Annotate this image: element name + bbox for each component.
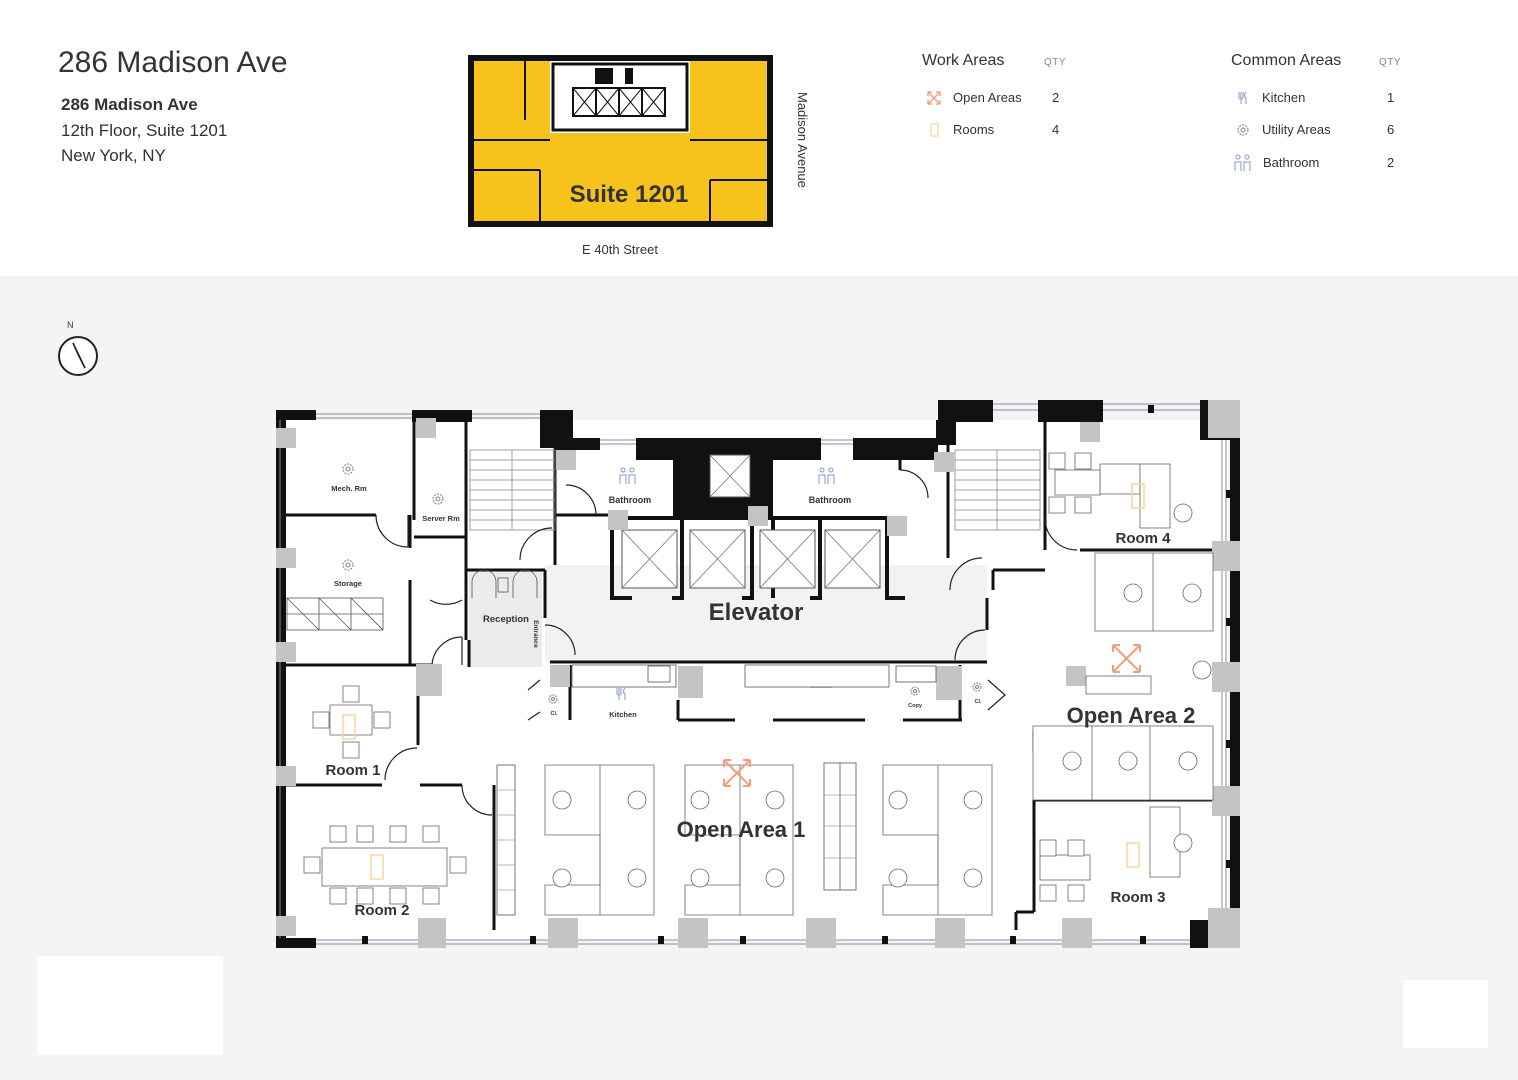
label-server-room: Server Rm (422, 514, 460, 523)
label-open-area-2: Open Area 2 (1067, 703, 1196, 728)
label-bathroom-east: Bathroom (809, 495, 852, 505)
label-open-area-1: Open Area 1 (677, 817, 806, 842)
street-label-right: Madison Avenue (795, 92, 810, 188)
floor-plan: Elevator Open Area 1 Open Area 2 Room 1 … (276, 400, 1240, 948)
legend-qty-bathroom: 2 (1387, 155, 1395, 170)
blank-panel-right (1403, 980, 1488, 1048)
address-line-1: 286 Madison Ave (61, 95, 198, 114)
legend-qty-open-areas: 2 (1052, 90, 1060, 105)
compass-icon: N (58, 320, 98, 376)
label-copy: Copy (908, 703, 923, 709)
room-icon (930, 123, 939, 137)
legend-qty-utility: 6 (1387, 122, 1395, 137)
legend-item-kitchen: Kitchen (1262, 90, 1306, 105)
legend-work-heading: Work Areas (922, 52, 1005, 69)
compass-north-label: N (67, 320, 74, 330)
legend-work-qty-heading: QTY (1044, 57, 1067, 68)
page-title: 286 Madison Ave (58, 46, 288, 79)
legend-item-bathroom: Bathroom (1263, 155, 1320, 170)
label-entrance: Entrance (532, 620, 539, 648)
street-label-bottom: E 40th Street (582, 242, 658, 257)
legend-qty-rooms: 4 (1052, 122, 1060, 137)
label-room-4: Room 4 (1115, 530, 1171, 547)
label-reception: Reception (483, 614, 529, 625)
legend-common-areas: Common Areas QTY Kitchen 1 Utility Areas… (1231, 50, 1411, 180)
label-closet-east: Cl. (974, 699, 982, 705)
legend-item-utility: Utility Areas (1262, 122, 1331, 137)
utility-icon (1237, 124, 1249, 136)
label-elevator: Elevator (709, 599, 804, 626)
legend-common-qty-heading: QTY (1379, 57, 1402, 68)
open-area-icon (927, 91, 941, 105)
kitchen-icon (1238, 91, 1247, 104)
legend-qty-kitchen: 1 (1387, 90, 1395, 105)
label-storage: Storage (334, 579, 362, 588)
label-room-2: Room 2 (354, 902, 409, 919)
label-mech-room: Mech. Rm (331, 484, 367, 493)
blank-panel-left (37, 956, 223, 1055)
address-line-2: 12th Floor, Suite 1201 (61, 121, 228, 140)
label-closet-west: Cl. (550, 711, 558, 717)
label-room-3: Room 3 (1110, 889, 1165, 906)
label-bathroom-west: Bathroom (609, 495, 652, 505)
key-map-suite-label: Suite 1201 (570, 181, 689, 208)
key-map: Suite 1201 (468, 55, 773, 227)
legend-item-open-areas: Open Areas (953, 90, 1022, 105)
legend-work-areas: Work Areas QTY Open Areas 2 Rooms 4 (922, 50, 1092, 150)
label-kitchen: Kitchen (609, 710, 637, 719)
address-line-3: New York, NY (61, 146, 166, 165)
legend-item-rooms: Rooms (953, 122, 995, 137)
label-room-1: Room 1 (325, 762, 380, 779)
bathroom-icon (1234, 154, 1251, 171)
header: 286 Madison Ave 286 Madison Ave 12th Flo… (0, 0, 1518, 276)
legend-common-heading: Common Areas (1231, 52, 1342, 69)
